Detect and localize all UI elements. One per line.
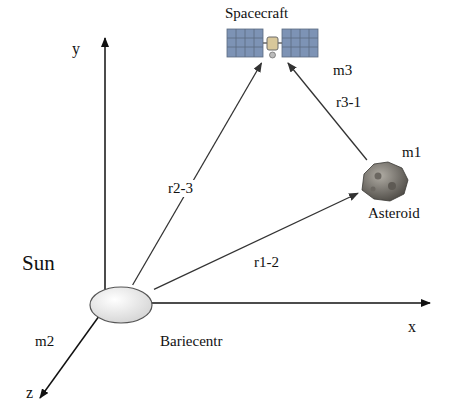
- y-axis: [104, 38, 106, 298]
- axis-label: y: [72, 40, 80, 58]
- mass-label: m2: [35, 333, 54, 350]
- node-label: Sun: [22, 252, 55, 275]
- axis-label: x: [408, 318, 416, 336]
- position-vector: [133, 63, 262, 285]
- sun-node: Sunm2Bariecentr: [88, 285, 154, 325]
- asteroid-icon: [358, 160, 410, 202]
- vector-label: r1-2: [252, 254, 281, 271]
- mass-label: m1: [402, 144, 421, 161]
- spacecraft-icon: [225, 25, 320, 63]
- spacecraft-node: Spacecraftm3: [225, 25, 320, 63]
- mass-label: m3: [333, 62, 352, 79]
- node-label: Asteroid: [368, 205, 420, 222]
- node-label: Spacecraft: [225, 5, 288, 22]
- vector-label: r3-1: [334, 94, 363, 111]
- asteroid-node: m1Asteroid: [358, 160, 410, 202]
- position-vector: [154, 193, 358, 289]
- node-label: Bariecentr: [160, 333, 222, 350]
- sun-sphere: [88, 285, 154, 325]
- z-axis: [40, 312, 102, 398]
- position-vector: [288, 63, 367, 160]
- axis-label: z: [26, 384, 33, 402]
- vector-label: r2-3: [166, 180, 195, 197]
- x-axis: [140, 302, 430, 304]
